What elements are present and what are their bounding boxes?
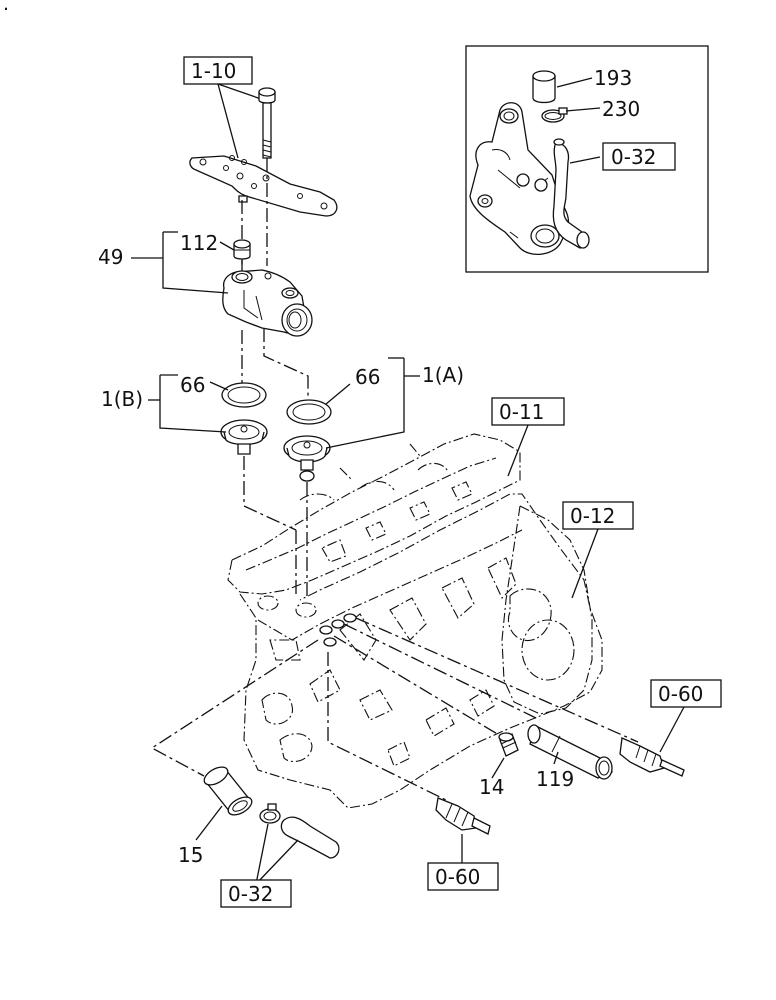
ref-box-0-60-right[interactable] [650,679,722,708]
ref-1-10-group: 1-10 [183,56,265,159]
bolt [258,87,276,159]
inset-frame [465,45,709,273]
sensor-bottom [435,797,491,835]
leader-1a-bracket [325,358,405,449]
ref-box-0-60-bottom[interactable] [427,862,499,891]
sleeve-15 [203,766,253,816]
centerline-to-sensor-bottom [327,652,447,801]
label-1b: 1(B) [101,387,143,411]
inset-panel: 193 230 0-32 [465,45,709,273]
label-230: 230 [602,97,640,121]
label-66-right: 66 [355,365,380,389]
label-0-60-bottom[interactable]: 0-60 [435,865,480,889]
leader-0-11 [507,424,529,477]
leader-15 [195,805,223,841]
leader-230 [565,107,601,112]
thermostat-1a [283,435,331,482]
leader-1-10-bolt [217,83,265,101]
hose-clamp-bottom [259,803,281,824]
ref-box-0-32-bottom[interactable] [220,879,292,908]
leader-0-12 [571,528,599,599]
centerline-1b-to-block [243,456,297,531]
centerline-right-seal [263,328,309,402]
centerline-to-14 [333,635,505,739]
pipe-119 [527,724,613,780]
sensor-right [619,737,685,777]
leader-49-bracket [162,232,229,294]
hose-bottom [280,816,340,859]
leader-1-10-plate [217,83,239,159]
ref-box-0-32-inset[interactable] [602,142,676,171]
leader-119 [553,751,559,765]
leader-1b-bracket [159,375,227,433]
label-0-32-inset[interactable]: 0-32 [611,145,656,169]
leader-66-right [325,383,351,405]
label-66-left: 66 [180,373,205,397]
cap-193 [532,70,556,104]
centerline-to-sensor-right [355,617,639,743]
centerline-to-15 [150,639,319,777]
thermostat-housing-49 [222,269,313,337]
ref-box-0-11[interactable] [491,397,565,426]
label-119: 119 [536,767,574,791]
clamp-230 [541,107,568,123]
leader-193 [556,77,593,88]
corner-mark: . [3,0,9,15]
leader-14 [491,757,505,779]
block-ports [319,613,357,647]
leader-0-60-right [659,706,685,753]
label-0-12[interactable]: 0-12 [570,504,615,528]
leader-0-32-inset [569,156,601,164]
label-0-32-bottom[interactable]: 0-32 [228,882,273,906]
label-0-11[interactable]: 0-11 [499,400,544,424]
seal-66-left [221,382,267,408]
plug-14 [498,732,519,757]
centerline-to-119 [343,623,541,721]
inset-water-pipe [552,138,590,249]
label-1-10[interactable]: 1-10 [191,59,236,83]
plug-112 [233,239,251,260]
label-49: 49 [98,245,123,269]
gasket-plate [189,155,338,217]
leader-0-32-hose [255,839,299,885]
leader-0-32-clamp [255,823,269,885]
engine-block-phantom [239,493,603,809]
label-14: 14 [479,775,504,799]
flywheel-housing-phantom [501,505,593,715]
label-1a: 1(A) [422,363,464,387]
leader-112 [219,241,235,251]
label-193: 193 [594,66,632,90]
cylinder-head-phantom [227,433,521,595]
inset-water-outlet-housing [469,102,570,255]
thermostat-1b [220,419,268,455]
label-15: 15 [178,843,203,867]
label-0-60-right[interactable]: 0-60 [658,682,703,706]
ref-box-0-12[interactable] [562,501,634,530]
leader-66-left [209,381,229,391]
seal-66-right [286,399,332,425]
label-112: 112 [180,231,218,255]
